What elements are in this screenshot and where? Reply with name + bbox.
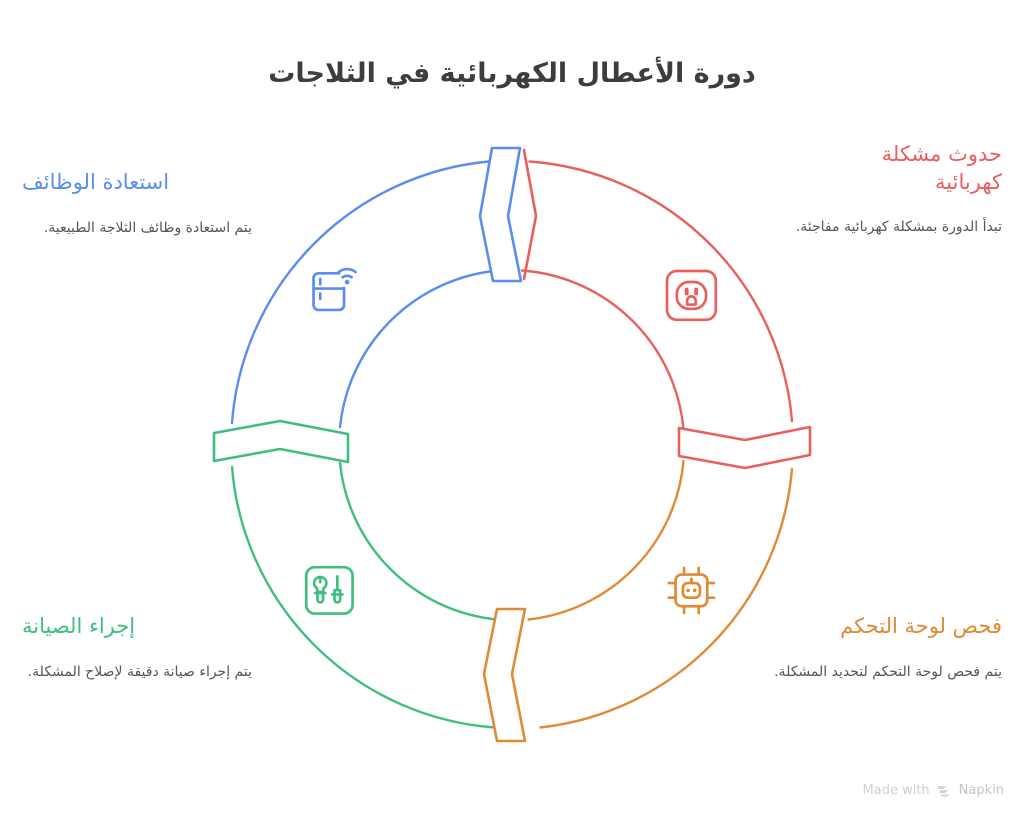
step-restore-functions: استعادة الوظائف يتم استعادة وظائف الثلاج… (22, 168, 252, 240)
connector-top (478, 146, 538, 283)
step-description-perform-maintenance: يتم إجراء صيانة دقيقة لإصلاح المشكلة. (27, 664, 252, 681)
arc-restore-functions (230, 160, 500, 429)
arc-control-panel (527, 459, 794, 729)
step-title-electrical-problem: حدوث مشكلة كهربائية (881, 142, 1002, 195)
napkin-logo-icon (937, 786, 950, 797)
tools-icon (304, 565, 354, 615)
connector-right (677, 425, 812, 470)
step-description-restore-functions: يتم استعادة وظائف الثلاجة الطبيعية. (43, 220, 252, 237)
napkin-watermark: Made with Napkin (863, 783, 1004, 798)
arc-electrical-problem (520, 160, 794, 431)
step-control-panel-inspection: فحص لوحة التحكم يتم فحص لوحة التحكم لتحد… (772, 612, 1002, 684)
smart-fridge-icon (312, 267, 357, 312)
arc-maintenance (230, 461, 499, 729)
power-outlet-icon (665, 269, 718, 322)
step-title-control-panel-inspection: فحص لوحة التحكم (840, 614, 1002, 638)
page-title: دورة الأعطال الكهربائية في الثلاجات (268, 58, 756, 89)
step-description-control-panel-inspection: يتم فحص لوحة التحكم لتحديد المشكلة. (774, 664, 1002, 681)
step-description-electrical-problem: تبدأ الدورة بمشكلة كهربائية مفاجئة. (795, 218, 1002, 235)
microchip-icon (667, 566, 716, 615)
watermark-brand: Napkin (958, 783, 1004, 798)
connector-left (212, 419, 350, 464)
step-title-restore-functions: استعادة الوظائف (22, 170, 170, 194)
step-title-perform-maintenance: إجراء الصيانة (22, 614, 136, 638)
connector-bottom (482, 607, 527, 743)
step-perform-maintenance: إجراء الصيانة يتم إجراء صيانة دقيقة لإصل… (22, 612, 252, 684)
step-electrical-problem: حدوث مشكلة كهربائية تبدأ الدورة بمشكلة ك… (772, 140, 1002, 238)
watermark-prefix: Made with (862, 783, 930, 798)
